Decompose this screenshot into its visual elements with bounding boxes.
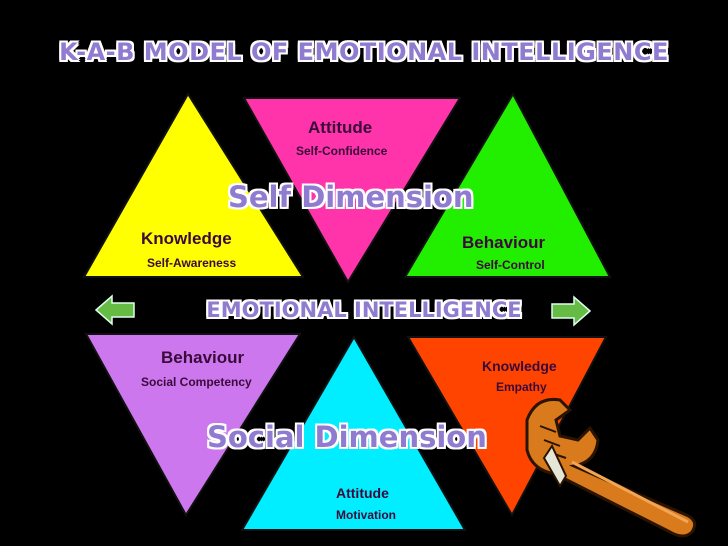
self-attitude-sub: Self-Confidence xyxy=(296,144,388,158)
triangle-social-behaviour xyxy=(84,333,302,517)
social-behaviour-sub: Social Competency xyxy=(141,375,252,389)
social-knowledge-heading: Knowledge xyxy=(482,358,557,374)
self-behaviour-sub: Self-Control xyxy=(476,258,545,272)
triangle-social-attitude xyxy=(240,335,467,531)
social-attitude-heading: Attitude xyxy=(336,485,389,501)
self-knowledge-sub: Self-Awareness xyxy=(147,256,237,270)
social-behaviour-heading: Behaviour xyxy=(161,348,245,367)
self-knowledge-heading: Knowledge xyxy=(141,229,232,248)
self-dimension-title: Self Dimension xyxy=(228,180,474,214)
social-attitude-sub: Motivation xyxy=(336,508,396,522)
triangle-self-knowledge xyxy=(82,92,305,278)
social-knowledge-sub: Empathy xyxy=(496,380,547,394)
social-dimension-title: Social Dimension xyxy=(207,420,487,454)
right-arrow-icon xyxy=(551,295,592,327)
self-behaviour-heading: Behaviour xyxy=(462,233,546,252)
left-arrow-icon xyxy=(94,294,135,326)
page-title: K-A-B MODEL OF EMOTIONAL INTELLIGENCE xyxy=(59,38,669,66)
self-attitude-heading: Attitude xyxy=(308,118,373,137)
wrench-icon xyxy=(525,397,697,538)
triangle-self-attitude xyxy=(242,97,462,284)
triangle-self-behaviour xyxy=(403,91,612,278)
center-label: EMOTIONAL INTELLIGENCE xyxy=(206,298,522,322)
